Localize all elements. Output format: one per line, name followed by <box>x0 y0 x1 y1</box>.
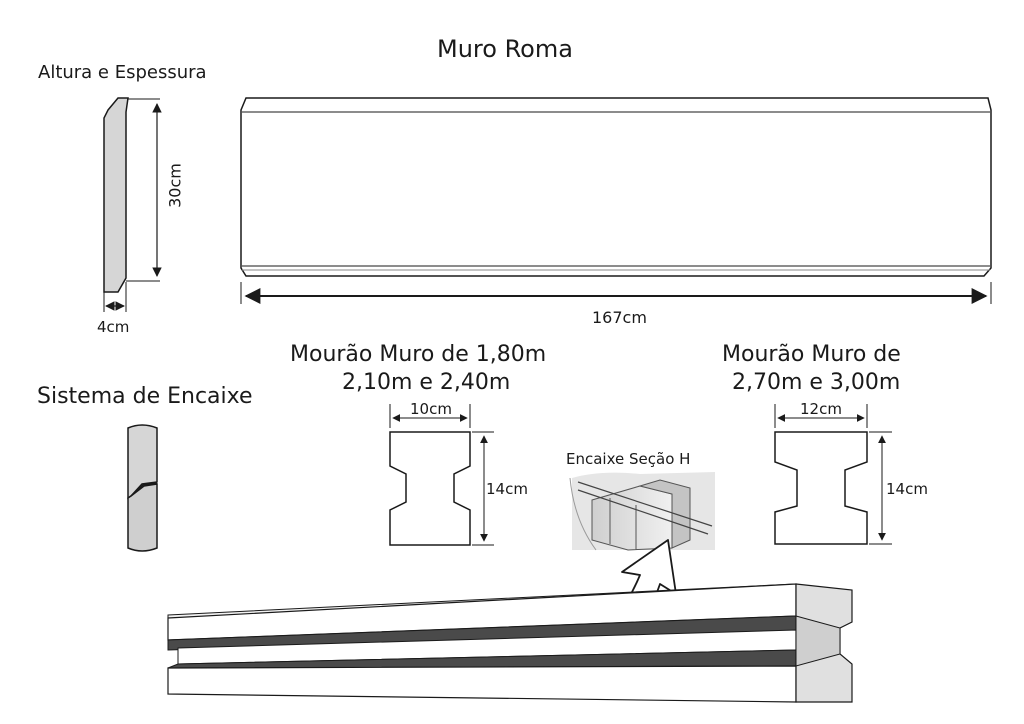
post-large-width-label: 12cm <box>800 400 842 418</box>
muro-panel <box>240 97 992 304</box>
post-large-section <box>774 404 892 545</box>
post-beam-3d <box>167 583 853 703</box>
h-section-label: Encaixe Seção H <box>566 450 691 468</box>
panel-side-profile <box>103 97 162 312</box>
post-small-height-label: 14cm <box>486 480 528 498</box>
post-large-heading-line2: 2,70m e 3,00m <box>732 370 901 395</box>
post-small-section <box>389 404 494 546</box>
post-small-width-label: 10cm <box>410 400 452 418</box>
length-label: 167cm <box>592 308 647 327</box>
thickness-heading: Altura e Espessura <box>38 62 207 83</box>
width-label: 4cm <box>97 318 130 336</box>
fit-system-detail <box>127 424 158 552</box>
post-small-heading-line2: 2,10m e 2,40m <box>342 370 511 395</box>
post-large-height-label: 14cm <box>886 480 928 498</box>
h-section-detail-illustration <box>569 472 715 551</box>
height-label: 30cm <box>165 163 185 208</box>
main-title: Muro Roma <box>437 35 573 63</box>
fit-system-heading: Sistema de Encaixe <box>37 384 253 409</box>
post-large-heading-line1: Mourão Muro de <box>722 342 901 367</box>
post-small-heading-line1: Mourão Muro de 1,80m <box>290 342 547 367</box>
